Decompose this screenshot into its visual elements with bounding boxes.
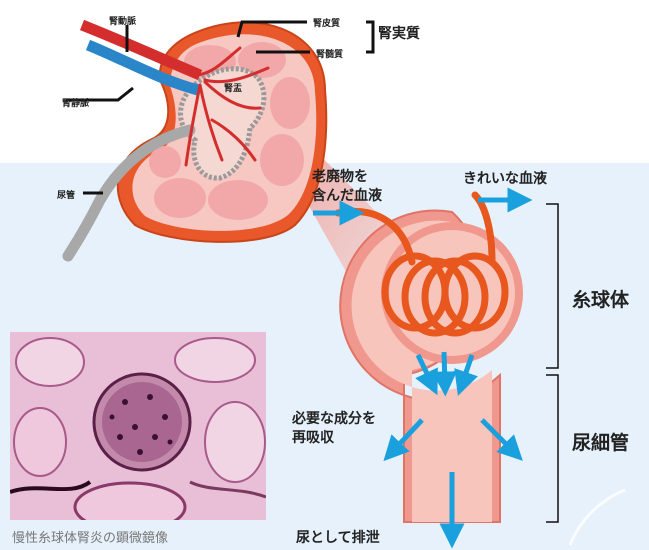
arrow-filtrate-2: [444, 352, 445, 384]
waste-blood-label: 老廃物を 含んだ血液: [312, 168, 382, 206]
clean-blood-label: きれいな血液: [463, 170, 547, 189]
glomerulus-label: 糸球体: [572, 285, 629, 312]
reabsorb-label: 必要な成分を 再吸収: [292, 410, 376, 448]
renal-vein-label: 腎静脈: [62, 96, 89, 109]
micrograph-caption: 慢性糸球体腎炎の顕微鏡像: [12, 527, 168, 546]
cortex-label: 腎皮質: [313, 16, 340, 29]
renal-artery-label: 腎動脈: [109, 14, 136, 27]
renal-pelvis-label: 腎盂: [224, 81, 242, 94]
excrete-label: 尿として排泄: [296, 529, 380, 548]
brackets: [546, 204, 558, 522]
medulla-label: 腎髄質: [316, 47, 343, 60]
parenchyma-label: 腎実質: [378, 25, 420, 44]
tubule-label: 尿細管: [572, 428, 629, 455]
nephron: [340, 211, 523, 522]
micrograph-svg: [10, 332, 266, 520]
ureter-label: 尿管: [57, 188, 75, 201]
micrograph-image: [10, 332, 266, 520]
